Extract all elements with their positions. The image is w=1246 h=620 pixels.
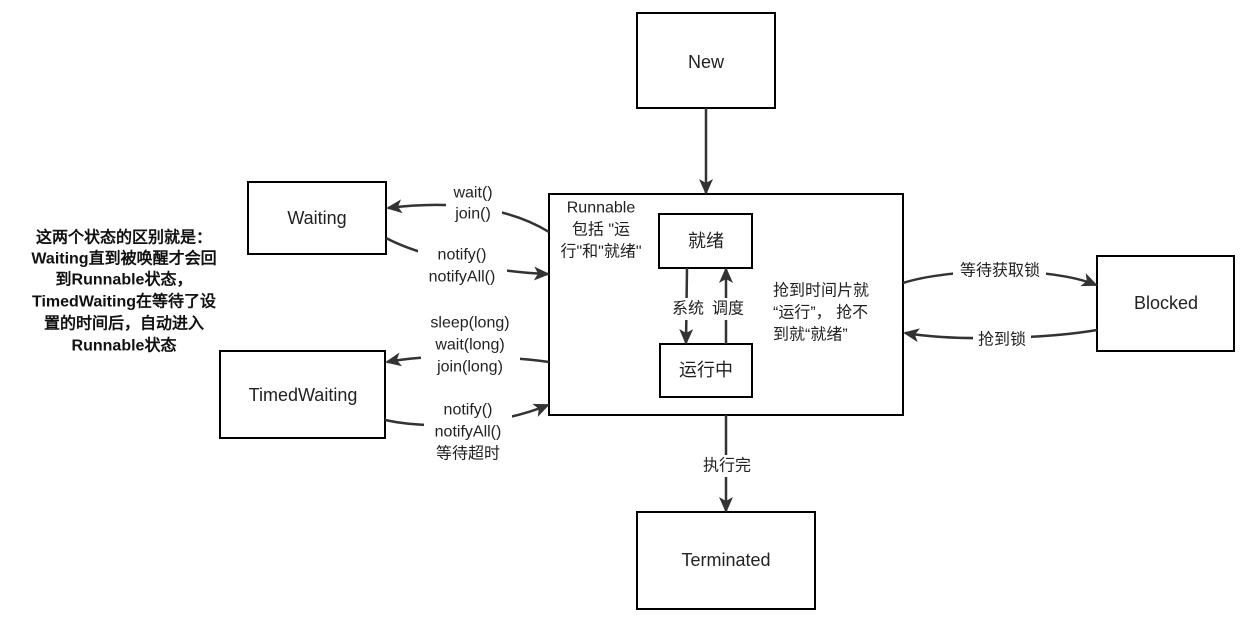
edge-from-timed-waiting-label-1: notify() [444, 402, 493, 419]
node-blocked [1096, 255, 1235, 352]
edge-from-waiting-label-2: notifyAll() [429, 269, 496, 286]
node-running-label: 运行中 [679, 360, 733, 380]
node-terminated-label: Terminated [681, 550, 770, 570]
node-blocked-label: Blocked [1134, 293, 1198, 313]
edge-ready-to-running-label: 系统 [672, 300, 704, 318]
node-timed-waiting [219, 350, 386, 439]
node-runnable-label-line-3: 行"和"就绪" [560, 243, 641, 261]
edge-from-timed-waiting-label-3: 等待超时 [436, 445, 500, 463]
node-runnable-label-line-2: 包括 "运 [572, 221, 630, 239]
edge-from-blocked-label: 抢到锁 [978, 331, 1026, 349]
edge-running-to-ready-label: 调度 [712, 300, 744, 318]
waiting-difference-note-line-3: 到Runnable状态， [56, 270, 193, 289]
node-runnable-label-line-1: Runnable [567, 200, 636, 217]
edge-to-timed-waiting-label-1: sleep(long) [430, 315, 509, 332]
waiting-difference-note-line-5: 置的时间后，自动进入 [44, 314, 204, 333]
node-ready-label: 就绪 [688, 231, 724, 251]
scheduling-note-line-2: “运行”， 抢不 [773, 304, 868, 322]
waiting-difference-note-line-6: Runnable状态 [72, 336, 177, 355]
waiting-difference-note-line-1: 这两个状态的区别就是： [36, 228, 212, 247]
edge-from-waiting-label-1: notify() [438, 247, 487, 264]
node-terminated [636, 511, 816, 610]
scheduling-note-line-1: 抢到时间片就 [773, 282, 869, 300]
node-new-label: New [688, 52, 725, 72]
scheduling-note-line-3: 到就“就绪” [773, 326, 848, 344]
edge-from-timed-waiting-label-2: notifyAll() [435, 424, 502, 441]
node-waiting [247, 181, 387, 255]
node-timed-waiting-label: TimedWaiting [249, 385, 358, 405]
edge-to-waiting-label-1: wait() [452, 185, 492, 202]
waiting-difference-note-line-4: TimedWaiting在等待了设 [32, 292, 217, 311]
edge-to-timed-waiting-label-3: join(long) [436, 359, 503, 376]
waiting-difference-note-line-2: Waiting直到被唤醒才会回 [31, 249, 216, 268]
edge-to-waiting-label-2: join() [454, 206, 491, 223]
node-running [659, 343, 753, 398]
node-ready [658, 213, 753, 269]
edge-to-blocked-label: 等待获取锁 [960, 262, 1040, 280]
edge-to-terminated-label: 执行完 [703, 457, 751, 475]
node-waiting-label: Waiting [287, 208, 346, 228]
edge-to-timed-waiting-label-2: wait(long) [434, 337, 504, 354]
node-new [636, 12, 776, 109]
